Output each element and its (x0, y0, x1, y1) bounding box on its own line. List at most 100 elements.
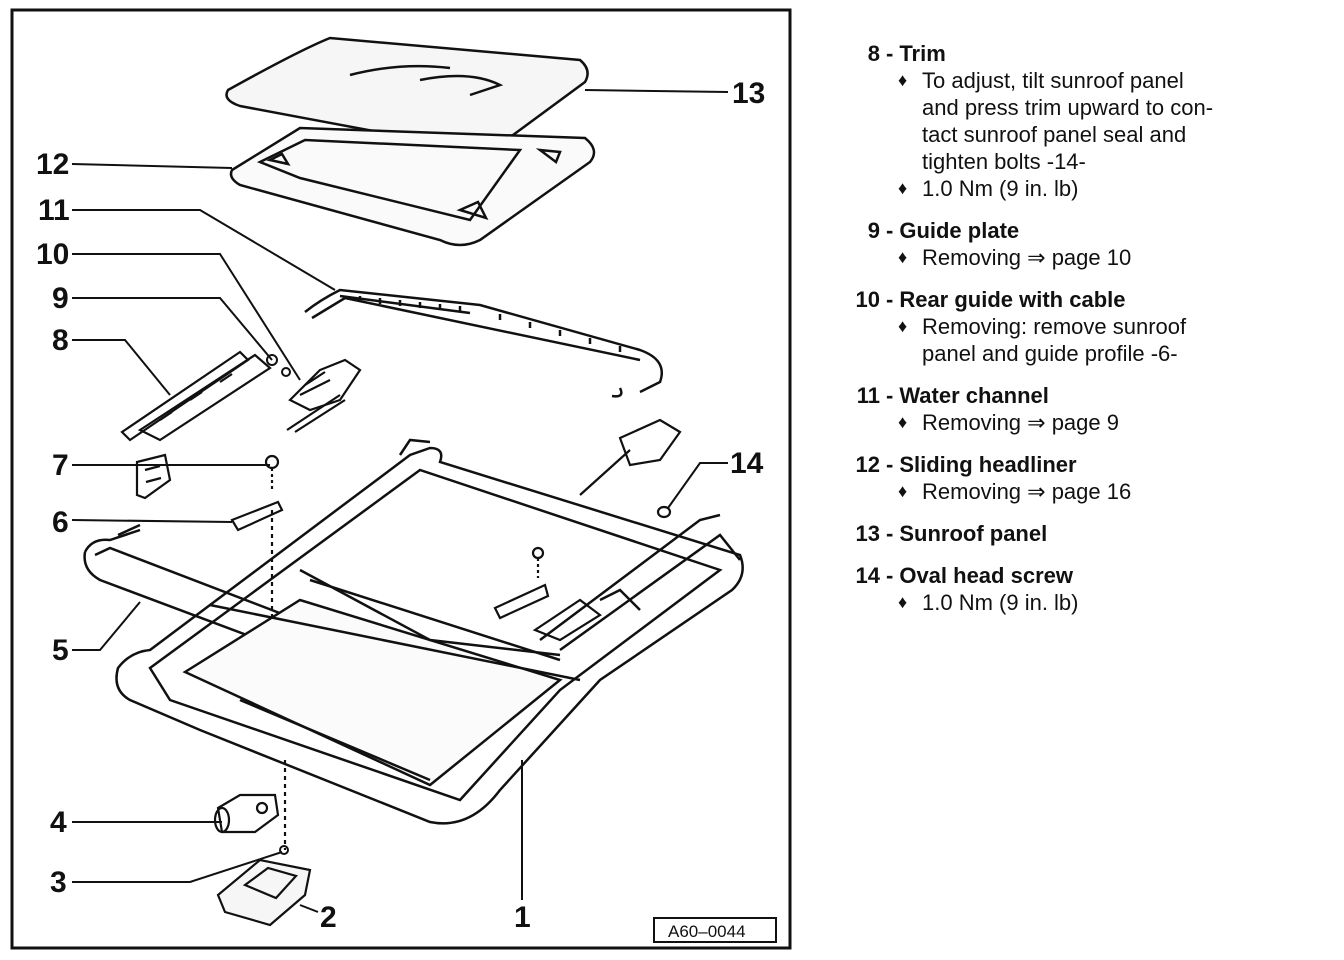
legend-entry-9: 9-Guide plate ♦ Removing ⇒ page 10 (836, 217, 1316, 271)
bracket-part (135, 453, 280, 500)
callout-14: 14 (730, 447, 764, 480)
legend-entry-11: 11-Water channel♦Removing ⇒ page 9 (836, 382, 1316, 436)
oval-head-screw-part (656, 505, 672, 519)
leader-9 (72, 297, 273, 361)
water-channel-part (304, 288, 663, 398)
right-guide-part (493, 418, 682, 642)
legend-entry-13: 13-Sunroof panel (836, 520, 1316, 547)
legend-entry-heading: 8-Trim (836, 40, 1316, 67)
diagram-frame (10, 8, 792, 950)
diamond-bullet-icon: ♦ (898, 412, 908, 432)
legend-entry-heading: 12-Sliding headliner (836, 451, 1316, 478)
legend-entry-dash: - (886, 452, 894, 477)
callout-10: 10 (36, 238, 69, 271)
callout-5: 5 (52, 634, 69, 667)
legend-note: ♦ 1.0 Nm (9 in. lb) (836, 175, 1316, 202)
legend-entry-dash: - (886, 563, 894, 588)
legend-entry-10: 10-Rear guide with cable ♦ Removing: remov… (836, 286, 1316, 367)
leader-12 (71, 163, 233, 169)
legend-entry-heading: 13-Sunroof panel (836, 520, 1316, 547)
legend-entry-title: Guide plate (899, 218, 1020, 243)
callout-3: 3 (50, 866, 67, 899)
legend-note-line: Removing ⇒ page 10 (922, 245, 1132, 270)
legend-entry-heading: 14-Oval head screw (836, 562, 1316, 589)
legend-entry-dash: - (886, 287, 894, 312)
callout-4: 4 (50, 806, 67, 839)
legend-entry-12: 12-Sliding headliner ♦ Removing ⇒ page 16 (836, 451, 1316, 505)
diamond-bullet-icon: ♦ (898, 178, 908, 198)
legend-note: ♦ 1.0 Nm (9 in. lb) (836, 589, 1316, 616)
legend-entry-title: Trim (899, 41, 946, 66)
callout-1: 1 (514, 901, 531, 934)
legend-entry-number: 14 (855, 563, 880, 588)
figure-id-box: A60–0044 (653, 917, 777, 943)
figure-id-label: A60–0044 (668, 922, 746, 941)
rear-guide-part (286, 358, 362, 433)
callout-7: 7 (52, 449, 69, 482)
diamond-bullet-icon: ♦ (898, 316, 908, 336)
legend-entry-heading: 9-Guide plate (836, 217, 1316, 244)
exploded-diagram: 13 12 11 10 9 8 7 6 5 4 3 2 1 14 A60–004… (8, 8, 798, 954)
trim-part (120, 350, 272, 442)
callout-11: 11 (38, 194, 70, 227)
legend-entry-number: 13 (855, 521, 880, 546)
legend-note: ♦ Removing ⇒ page 10 (836, 244, 1316, 271)
screw-part (279, 845, 289, 855)
diamond-bullet-icon: ♦ (898, 592, 908, 612)
legend-entry-number: 11 (856, 383, 880, 408)
callout-6: 6 (52, 506, 69, 539)
diamond-bullet-icon: ♦ (898, 70, 908, 90)
leader-lines (71, 89, 729, 913)
diamond-bullet-icon: ♦ (898, 247, 908, 267)
leader-8 (72, 339, 171, 396)
legend-note-line: tact sunroof panel seal and (922, 122, 1187, 147)
diamond-bullet-icon: ♦ (898, 481, 908, 501)
legend-entry-title: Sunroof panel (899, 521, 1048, 546)
main-frame-part (115, 438, 744, 825)
legend-entry-number: 10 (855, 287, 880, 312)
legend-note-line: Removing: remove sunroof (922, 314, 1187, 339)
leader-3 (72, 851, 283, 883)
legend-note: ♦ Removing ⇒ page 9 (836, 409, 1316, 436)
callout-8: 8 (52, 324, 69, 357)
guide-plate-part (266, 354, 291, 377)
leader-6 (71, 519, 233, 523)
switch-housing-part (216, 858, 312, 927)
guide-profile-part (230, 500, 284, 650)
legend-entry-title: Rear guide with cable (899, 287, 1126, 312)
leader-10 (72, 253, 301, 381)
sunroof-exploded-view: 13 12 11 10 9 8 7 6 5 4 3 2 1 14 A60–004… (10, 8, 792, 950)
legend-entry-title: Oval head screw (899, 563, 1073, 588)
callout-12: 12 (36, 148, 69, 181)
legend-note-line: Removing ⇒ page 9 (922, 410, 1119, 435)
legend-note-line: 1.0 Nm (9 in. lb) (922, 590, 1079, 615)
legend-note-line: and press trim upward to con- (922, 95, 1214, 120)
leader-14 (667, 462, 728, 509)
leader-13 (584, 89, 729, 93)
leader-2 (299, 904, 319, 913)
legend-note-line: Removing ⇒ page 16 (922, 479, 1132, 504)
callout-9: 9 (52, 282, 69, 315)
legend-entry-dash: - (886, 218, 894, 243)
legend-note-line: To adjust, tilt sunroof panel (922, 68, 1184, 93)
legend-note: ♦ Removing ⇒ page 16 (836, 478, 1316, 505)
legend-entry-number: 9 (867, 218, 880, 243)
callout-numbers: 13 12 11 10 9 8 7 6 5 4 3 2 1 14 (36, 77, 765, 934)
motor-part (213, 760, 287, 850)
callout-2: 2 (320, 901, 337, 934)
legend-entry-number: 12 (855, 452, 880, 477)
leader-11 (72, 209, 336, 291)
sliding-headliner-part (229, 126, 596, 247)
legend-entry-dash: - (886, 383, 894, 408)
legend-entry-14: 14-Oval head screw ♦ 1.0 Nm (9 in. lb) (836, 562, 1316, 616)
legend-entry-number: 8 (867, 41, 880, 66)
legend-entry-title: Sliding headliner (899, 452, 1077, 477)
legend-note-line: 1.0 Nm (9 in. lb) (922, 176, 1079, 201)
legend-entry-heading: 10-Rear guide with cable (836, 286, 1316, 313)
legend-entry-dash: - (886, 521, 894, 546)
legend-entry-dash: - (886, 41, 894, 66)
leader-5 (72, 601, 141, 651)
